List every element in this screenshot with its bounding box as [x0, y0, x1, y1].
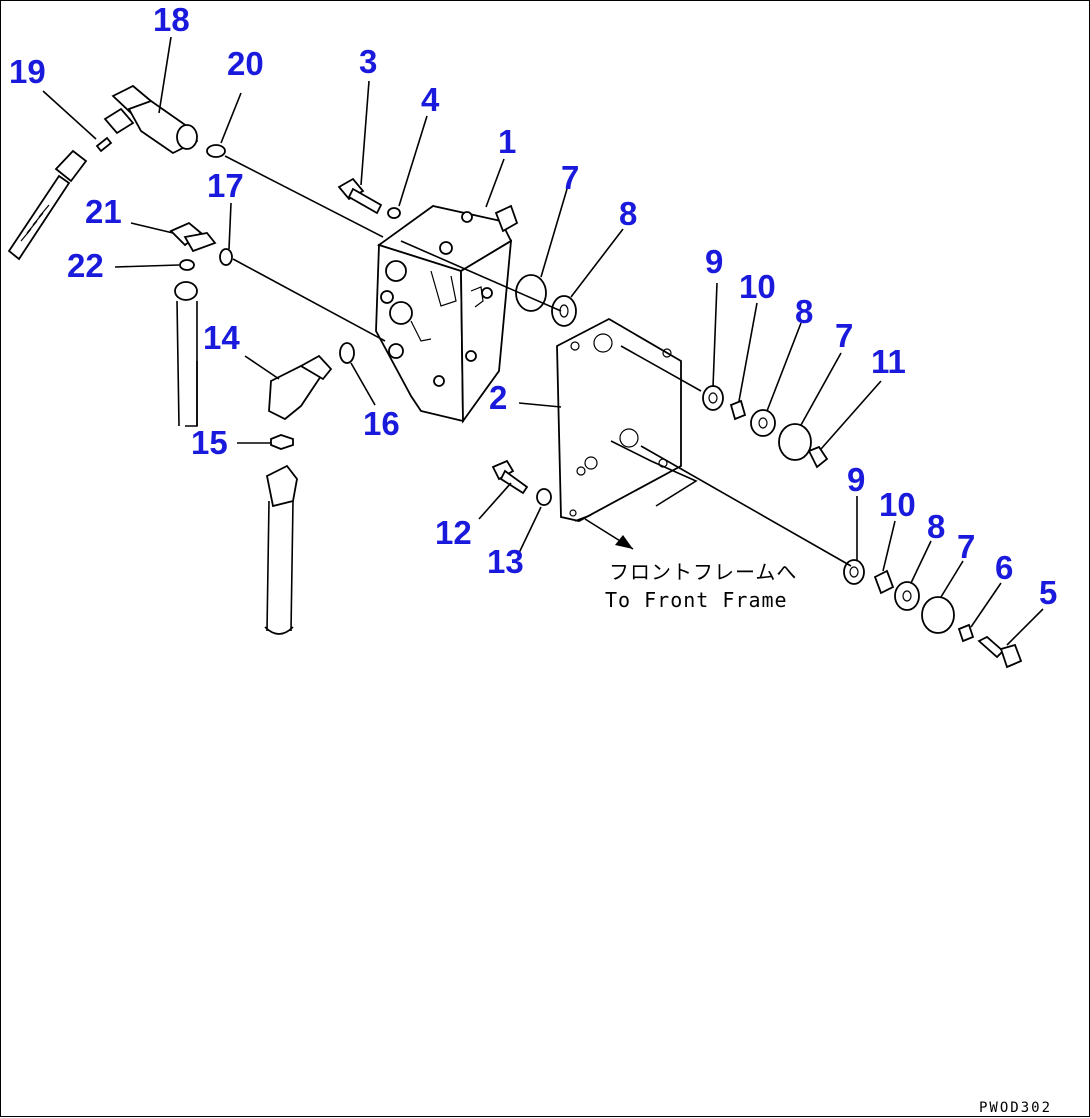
- callout-21: 21: [85, 193, 122, 230]
- part-20-oring: [206, 144, 226, 158]
- callout-7-middle: 7: [835, 317, 853, 354]
- upper-hose: [174, 281, 198, 427]
- front-frame-note: フロントフレームへ To Front Frame: [605, 560, 797, 612]
- part-16-oring: [339, 342, 355, 364]
- callout-20: 20: [227, 45, 264, 82]
- callout-8-middle: 8: [795, 293, 813, 330]
- callout-12: 12: [435, 514, 472, 551]
- callout-22: 22: [67, 247, 104, 284]
- part-15-oring: [270, 434, 294, 450]
- note-english: To Front Frame: [605, 588, 788, 612]
- part-2-bracket-plate: [556, 317, 698, 522]
- part-13-washer: [536, 488, 552, 506]
- part-12-bolt: [491, 459, 529, 495]
- callout-2: 2: [489, 379, 507, 416]
- to-front-frame-arrow: [584, 518, 634, 550]
- part-4-washer: [387, 207, 401, 219]
- upper-fastener-stack: [702, 385, 829, 469]
- part-3-bolt: [337, 177, 383, 215]
- part-14-elbow: [268, 354, 333, 421]
- callout-5: 5: [1039, 574, 1057, 611]
- drawing-code: PWOD302: [979, 1100, 1052, 1116]
- callout-6: 6: [995, 549, 1013, 586]
- callout-19: 19: [9, 53, 46, 90]
- callout-1: 1: [498, 123, 516, 160]
- part-17-oring: [219, 248, 233, 266]
- callout-9-upper: 9: [705, 243, 723, 280]
- callout-17: 17: [207, 167, 244, 204]
- callout-labels: 18 19 20 3 4 1 17 21 22 7 8 14 16 15 2 9…: [9, 1, 1057, 611]
- part-21-elbow: [169, 221, 217, 253]
- callout-4: 4: [421, 81, 440, 118]
- callout-10-upper: 10: [739, 268, 776, 305]
- center-lines: [224, 155, 852, 567]
- callout-11: 11: [871, 343, 906, 380]
- callout-8-upper: 8: [619, 195, 637, 232]
- callout-18: 18: [153, 1, 190, 38]
- lower-hose: [264, 464, 298, 635]
- leader-lines: [42, 36, 1044, 646]
- callout-13: 13: [487, 543, 524, 580]
- callout-14: 14: [203, 319, 240, 356]
- callout-15: 15: [191, 424, 228, 461]
- callout-10-lower: 10: [879, 486, 916, 523]
- part-19-hose-end: [7, 136, 113, 261]
- part-8-washer-upper: [551, 295, 577, 327]
- callout-16: 16: [363, 405, 400, 442]
- lower-fastener-stack: [843, 559, 1023, 669]
- note-japanese: フロントフレームへ: [609, 560, 797, 584]
- callout-3: 3: [359, 43, 377, 80]
- part-18-elbow-fitting: [103, 84, 199, 155]
- part-1-valve-block: [375, 204, 519, 424]
- callout-8-lower: 8: [927, 508, 945, 545]
- callout-7-upper: 7: [561, 159, 579, 196]
- part-22-oring: [179, 259, 195, 271]
- callout-9-lower: 9: [847, 461, 865, 498]
- callout-7-lower: 7: [957, 528, 975, 565]
